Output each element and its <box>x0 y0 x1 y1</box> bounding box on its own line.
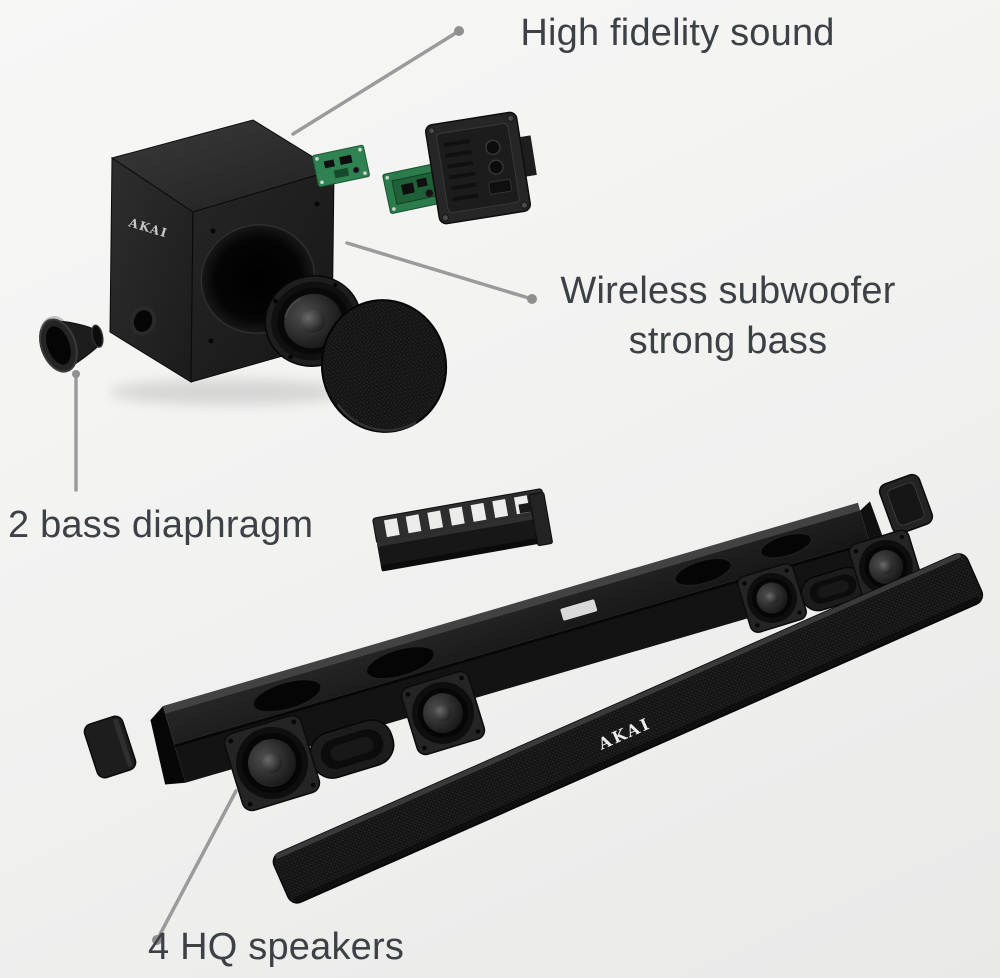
soundbar-speaker-openings <box>252 533 812 713</box>
soundbar-front-grille: AKAI <box>272 552 984 904</box>
panel-connector-1 <box>485 139 501 156</box>
callout-dot-high-fidelity <box>454 26 464 36</box>
subwoofer-shadow <box>110 379 346 405</box>
subwoofer-cabinet: AKAI <box>109 119 336 383</box>
subwoofer-bass-port <box>129 306 157 336</box>
label-wireless-subwoofer: Wireless subwoofer strong bass <box>528 266 928 366</box>
label-bass-diaphragm: 2 bass diaphragm <box>8 504 314 546</box>
callout-line-wireless-subwoofer <box>345 241 534 301</box>
label-hq-speakers: 4 HQ speakers <box>148 926 405 968</box>
soundbar-front-face <box>174 541 881 783</box>
amplifier-back-panel <box>425 111 537 225</box>
soundbar-end-cap-left <box>83 715 137 779</box>
soundbar-speaker-2 <box>400 670 486 756</box>
panel-screws <box>428 114 528 222</box>
soundbar-speaker-1 <box>223 714 321 812</box>
callout-dots <box>72 26 537 945</box>
connector-bracket <box>518 491 553 547</box>
soundbar-display-window <box>559 598 598 622</box>
passive-radiator-left <box>309 719 395 779</box>
panel-switch <box>488 178 513 195</box>
label-wireless-subwoofer-line2: strong bass <box>628 320 828 363</box>
callout-dot-wireless-subwoofer <box>527 294 537 304</box>
callout-dot-bass-diaphragm <box>72 370 80 378</box>
soundbar-open-end <box>150 706 186 785</box>
callout-lines <box>74 29 534 942</box>
soundbar-speaker-3 <box>737 563 807 633</box>
connector-comb <box>372 488 551 572</box>
callout-line-hq-speakers <box>155 789 238 942</box>
bass-diaphragm-part <box>39 316 104 373</box>
driver-dust-cap <box>300 309 326 333</box>
subwoofer-grille-disc <box>320 299 448 433</box>
callout-dot-hq-speakers <box>152 935 162 945</box>
circuit-board-1 <box>312 144 370 188</box>
label-high-fidelity-sound: High fidelity sound <box>520 12 835 54</box>
driver-screws <box>273 282 353 360</box>
callout-line-high-fidelity <box>291 29 461 136</box>
comb-slots <box>383 495 530 538</box>
soundbar-end-cap-right <box>878 473 934 535</box>
soundbar-top-edge <box>163 502 861 715</box>
panel-connector-2 <box>488 159 504 175</box>
label-wireless-subwoofer-line1: Wireless subwoofer <box>560 270 896 312</box>
heatsink-slots <box>443 138 479 202</box>
